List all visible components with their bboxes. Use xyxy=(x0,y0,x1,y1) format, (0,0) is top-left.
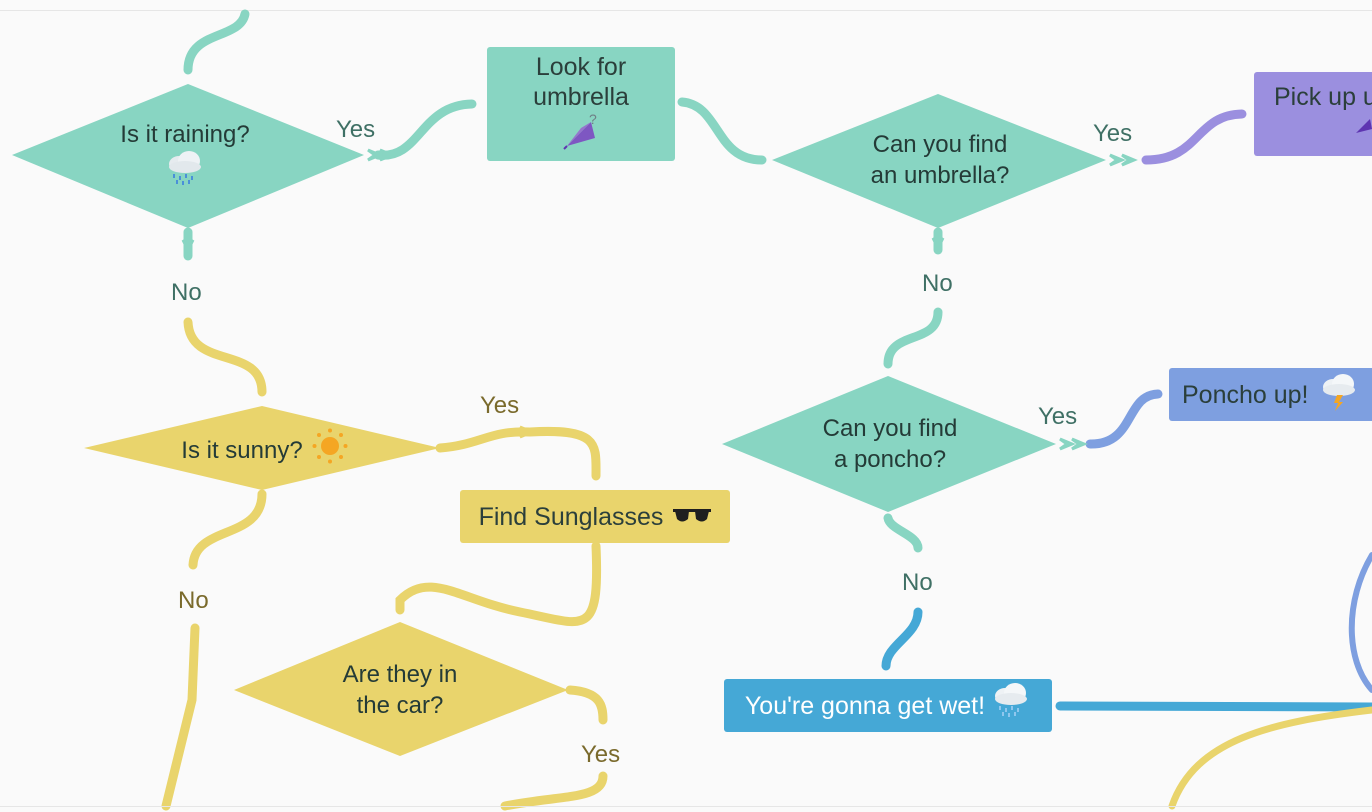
edge-label-raining-no: No xyxy=(171,279,202,306)
connector-look-to-find xyxy=(677,97,767,165)
terminal-get-wet[interactable]: You're gonna get wet! xyxy=(724,679,1052,732)
connector-poncho-yes xyxy=(1085,389,1163,449)
connector-poncho-no xyxy=(881,607,923,671)
connector-poncho-down xyxy=(883,513,923,553)
storm-cloud-icon xyxy=(1319,371,1359,418)
decision-find-poncho-line1: Can you find xyxy=(822,415,958,442)
pick-up-label: Pick up u xyxy=(1274,83,1372,111)
decision-find-umbrella-line2: an umbrella? xyxy=(870,162,1010,189)
edge-label-sunny-no: No xyxy=(178,587,209,614)
decision-raining-label: Is it raining? xyxy=(120,120,250,148)
process-look-for-umbrella[interactable]: Look for umbrella ? xyxy=(487,47,675,161)
decision-sunny-label: Is it sunny? xyxy=(181,436,303,464)
connector-get-wet-right xyxy=(1055,701,1372,712)
connector-loop-blue xyxy=(1348,552,1372,693)
connector-sunny-no xyxy=(188,489,267,570)
arrow-chevron xyxy=(931,237,945,252)
connector-raining-no xyxy=(183,317,267,397)
connector-loop-yellow xyxy=(1168,706,1372,810)
arrow-chevron xyxy=(379,148,396,162)
connector-car-yes xyxy=(565,685,608,725)
edge-label-raining-yes: Yes xyxy=(336,116,376,143)
connector-raining-yes xyxy=(373,99,477,160)
sun-icon xyxy=(311,427,349,473)
svg-text:?: ? xyxy=(589,112,597,127)
umbrella-icon xyxy=(1354,112,1372,142)
edge-label-umbrella-no: No xyxy=(922,270,953,297)
decision-raining[interactable]: Is it raining? xyxy=(60,120,310,192)
edge-label-sunny-yes: Yes xyxy=(480,392,520,419)
decision-sunny[interactable]: Is it sunny? xyxy=(140,427,390,473)
decision-poncho-shape xyxy=(722,376,1056,512)
decision-in-car-line2: the car? xyxy=(356,692,444,719)
umbrella-question-icon: ? xyxy=(561,111,601,157)
look-for-umbrella-line2: umbrella xyxy=(533,82,629,111)
decision-in-car[interactable]: Are they in the car? xyxy=(280,658,520,722)
edge-label-poncho-yes: Yes xyxy=(1038,403,1078,430)
canvas-bottom-border xyxy=(0,806,1372,807)
arrow-chevron xyxy=(181,239,195,254)
poncho-up-label: Poncho up! xyxy=(1182,380,1309,409)
process-pick-up-umbrella[interactable]: Pick up u xyxy=(1254,72,1372,156)
process-find-sunglasses[interactable]: Find Sunglasses xyxy=(460,490,730,543)
look-for-umbrella-line1: Look for xyxy=(535,52,627,81)
get-wet-label: You're gonna get wet! xyxy=(744,691,986,720)
arrow-chevron xyxy=(1059,437,1076,451)
connector-sunny-no-down xyxy=(161,623,200,811)
rain-cloud-icon xyxy=(165,150,205,194)
rain-cloud-icon xyxy=(991,683,1031,728)
edge-label-car-yes: Yes xyxy=(581,741,621,768)
connector-top-in xyxy=(183,9,250,75)
decision-find-poncho[interactable]: Can you find a poncho? xyxy=(750,412,1030,476)
decision-car-shape xyxy=(234,622,568,756)
arrow-chevron xyxy=(1121,153,1138,167)
sunglasses-icon xyxy=(673,502,712,532)
decision-sunny-shape xyxy=(84,406,440,490)
decision-find-umbrella-line1: Can you find xyxy=(872,131,1008,158)
decision-umbrella-shape xyxy=(772,94,1106,228)
decision-find-umbrella[interactable]: Can you find an umbrella? xyxy=(800,128,1080,192)
connector-sunglasses-to-car xyxy=(395,541,602,627)
find-sunglasses-label: Find Sunglasses xyxy=(478,502,664,531)
decision-find-poncho-line2: a poncho? xyxy=(833,446,947,473)
decision-in-car-line1: Are they in xyxy=(342,661,458,688)
connector-umbrella-yes xyxy=(1141,109,1247,165)
process-poncho-up[interactable]: Poncho up! xyxy=(1169,368,1372,421)
connector-car-yes-down xyxy=(500,771,608,811)
arrow-chevron xyxy=(1109,153,1126,167)
edge-label-poncho-no: No xyxy=(902,569,933,596)
arrow-chevron xyxy=(367,148,384,162)
connector-sunny-yes xyxy=(435,426,601,481)
arrow-chevron xyxy=(1071,437,1088,451)
edge-label-umbrella-yes: Yes xyxy=(1093,120,1133,147)
connector-umbrella-no xyxy=(883,307,943,369)
arrow-chevron xyxy=(519,425,536,439)
canvas-top-border xyxy=(0,10,1372,11)
